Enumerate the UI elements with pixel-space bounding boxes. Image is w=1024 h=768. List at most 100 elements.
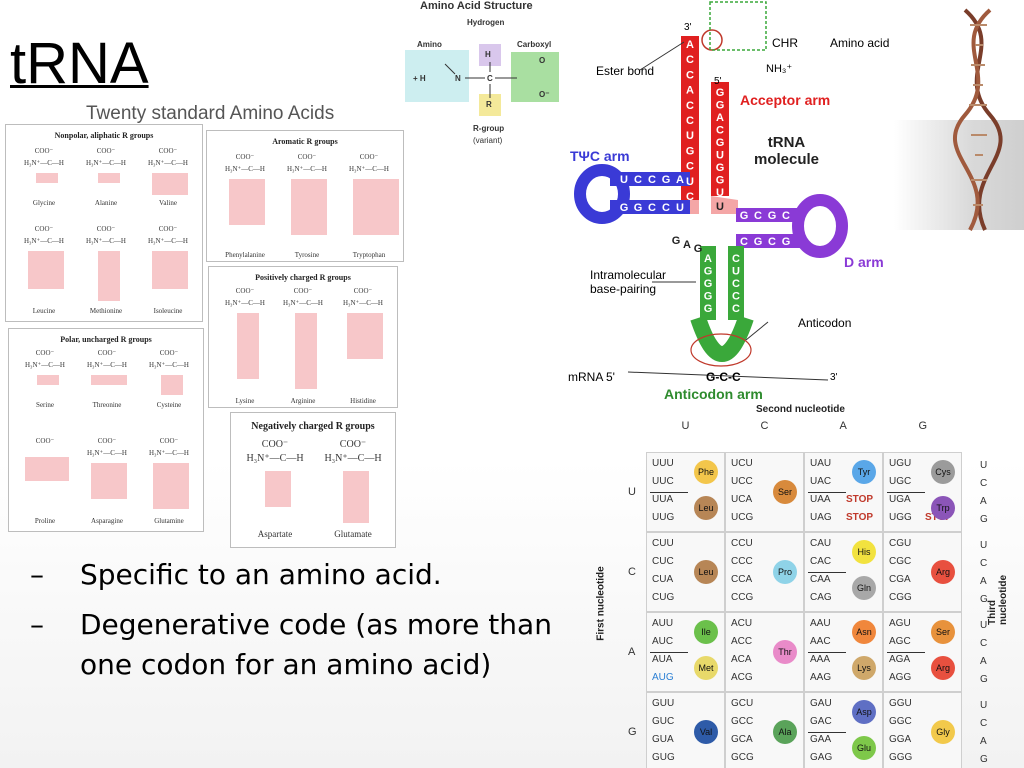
codon-text: CGU [889, 538, 912, 549]
anticodon-nucleotide: U [732, 266, 740, 278]
amino-acid-badge: Val [694, 720, 718, 744]
trna-three-prime: 3' [684, 22, 692, 33]
aa-name: Aspartate [257, 529, 293, 539]
codon-separator [808, 572, 846, 573]
codon-text: UCA [731, 494, 753, 505]
aa-name: Glycine [32, 199, 56, 207]
first-base-header: A [628, 646, 636, 658]
codon-text: CCG [731, 592, 754, 603]
amino-acid-badge: Ile [694, 620, 718, 644]
third-base-header: U [980, 620, 988, 631]
amino-acid-badge: Trp [931, 496, 955, 520]
aa-name: Asparagine [91, 517, 123, 525]
codon-text: GGC [889, 716, 912, 727]
acceptor-nucleotide: U [686, 130, 694, 142]
aa-name: Isoleucine [153, 307, 183, 315]
anticodon-label: Anticodon [798, 316, 852, 330]
codon-text: AGA [889, 654, 911, 665]
d-arm-nucleotide: G [740, 210, 749, 222]
stop-codon-label: STOP [846, 512, 874, 523]
aas-bonds [444, 62, 517, 98]
codon-text: AGG [889, 672, 912, 683]
codon-text: GCU [731, 698, 754, 709]
acceptor-arm-label: Acceptor arm [740, 92, 831, 108]
third-base-header: C [980, 478, 988, 489]
acceptor-nucleotide: C [716, 125, 724, 137]
codon-text: GAC [810, 716, 832, 727]
acceptor-nucleotide: G [716, 175, 725, 187]
amino-acid-glutamate: COO⁻H₃N⁺—C—H Glutamate [317, 439, 389, 545]
aas-carboxyl-label: Carboxyl [517, 40, 552, 49]
bullet-text: Degenerative code (as more than one codo… [80, 608, 552, 681]
codon-text: UUA [652, 494, 674, 505]
codon-text: GCC [731, 716, 754, 727]
acceptor-nucleotide: U [716, 187, 724, 199]
tpsic-nucleotide: C [648, 174, 656, 186]
acceptor-nucleotide: G [716, 87, 725, 99]
aa-name: Histidine [350, 397, 376, 405]
codon-text: AAA [810, 654, 831, 665]
d-arm-nucleotide: C [754, 210, 762, 222]
codon-text: UGU [889, 458, 912, 469]
acceptor-nucleotide: G [716, 162, 725, 174]
aas-h: H [485, 50, 491, 59]
tpsic-nucleotide: C [662, 202, 670, 214]
acceptor-nucleotide: G [716, 100, 725, 112]
codon-text: GUC [652, 716, 675, 727]
amino-acid-badge: Ser [773, 480, 797, 504]
second-base-header: C [760, 420, 769, 432]
codon-text: ACU [731, 618, 753, 629]
amino-acid-badge: Leu [694, 560, 718, 584]
codon-text: GUG [652, 752, 675, 763]
codon-text: GAU [810, 698, 832, 709]
tpsic-nucleotide: C [648, 202, 656, 214]
amino-acid-badge: Asn [852, 620, 876, 644]
amino-acid-badge: Arg [931, 656, 955, 680]
amino-acid-label: Amino acid [830, 36, 890, 50]
amino-acid-glutamine: COO⁻H₃N⁺—C—H Glutamine [139, 437, 199, 529]
anticodon-nucleotide: C [732, 278, 740, 290]
intramolecular-label: Intramolecular base-pairing [590, 268, 667, 296]
tpsic-nucleotide: A [676, 174, 684, 186]
codon-text: UCC [731, 476, 753, 487]
codon-text: ACC [731, 636, 753, 647]
acceptor-nucleotide: A [686, 85, 694, 97]
second-base-header: U [681, 420, 690, 432]
aa-name: Cysteine [156, 401, 182, 409]
anticodon-nucleotide: C [732, 303, 740, 315]
amino-acid-badge: His [852, 540, 876, 564]
hydrogen-box [479, 44, 501, 66]
third-base-header: U [980, 540, 988, 551]
acceptor-nucleotide: U [716, 150, 724, 162]
codon-text: UUC [652, 476, 674, 487]
aas-o-top: O [539, 56, 546, 65]
codon-text: CCC [731, 556, 753, 567]
aas-variant-label: (variant) [473, 136, 503, 145]
panel-aromatic: Aromatic R groups COO⁻H₃N⁺—C—H Phenylala… [206, 130, 404, 262]
aa-name: Tryptophan [352, 251, 386, 259]
amino-acid-arginine: COO⁻H₃N⁺—C—H Arginine [273, 287, 333, 405]
amino-acid-badge: Arg [931, 560, 955, 584]
acceptor-nucleotide: U [716, 201, 724, 213]
acceptor-nucleotide: U [686, 176, 694, 188]
d-arm-nucleotide: G [754, 236, 763, 248]
anticodon-nucleotide: G [704, 303, 713, 315]
acceptor-nucleotide: C [686, 191, 694, 203]
amino-acid-badge: Cys [931, 460, 955, 484]
third-base-header: G [980, 514, 988, 525]
d-arm-nucleotide: G [782, 236, 791, 248]
codon-text: GAG [810, 752, 833, 763]
dna-helix-icon [952, 8, 1003, 231]
amino-acid-badge: Met [694, 656, 718, 680]
bullet-dash: – [30, 558, 44, 591]
codon-text: CUU [652, 538, 674, 549]
amino-acid-isoleucine: COO⁻H₃N⁺—C—H Isoleucine [138, 225, 198, 315]
codon-text: UGG [889, 512, 912, 523]
codon-text: AUC [652, 636, 674, 647]
stop-codon-label: STOP [846, 494, 874, 505]
first-base-header: U [628, 486, 636, 498]
bullet-item: – Degenerative code (as more than one co… [30, 605, 570, 685]
aas-amino-label: Amino [417, 40, 442, 49]
amino-acid-badge: Gln [852, 576, 876, 600]
